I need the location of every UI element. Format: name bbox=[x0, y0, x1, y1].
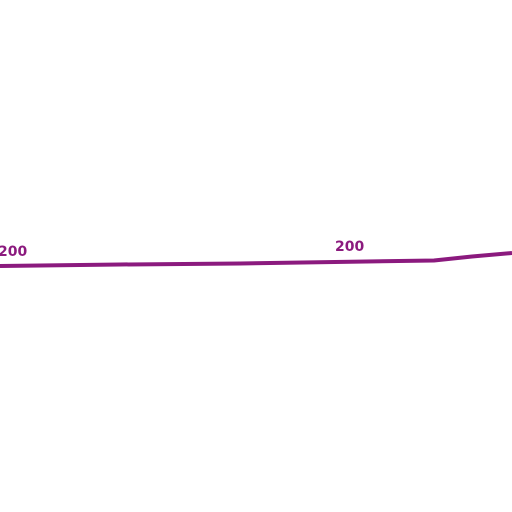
route-200-line[interactable] bbox=[0, 251, 512, 268]
route-label-center: 200 bbox=[335, 239, 364, 255]
route-label-left: 200 bbox=[0, 244, 27, 260]
